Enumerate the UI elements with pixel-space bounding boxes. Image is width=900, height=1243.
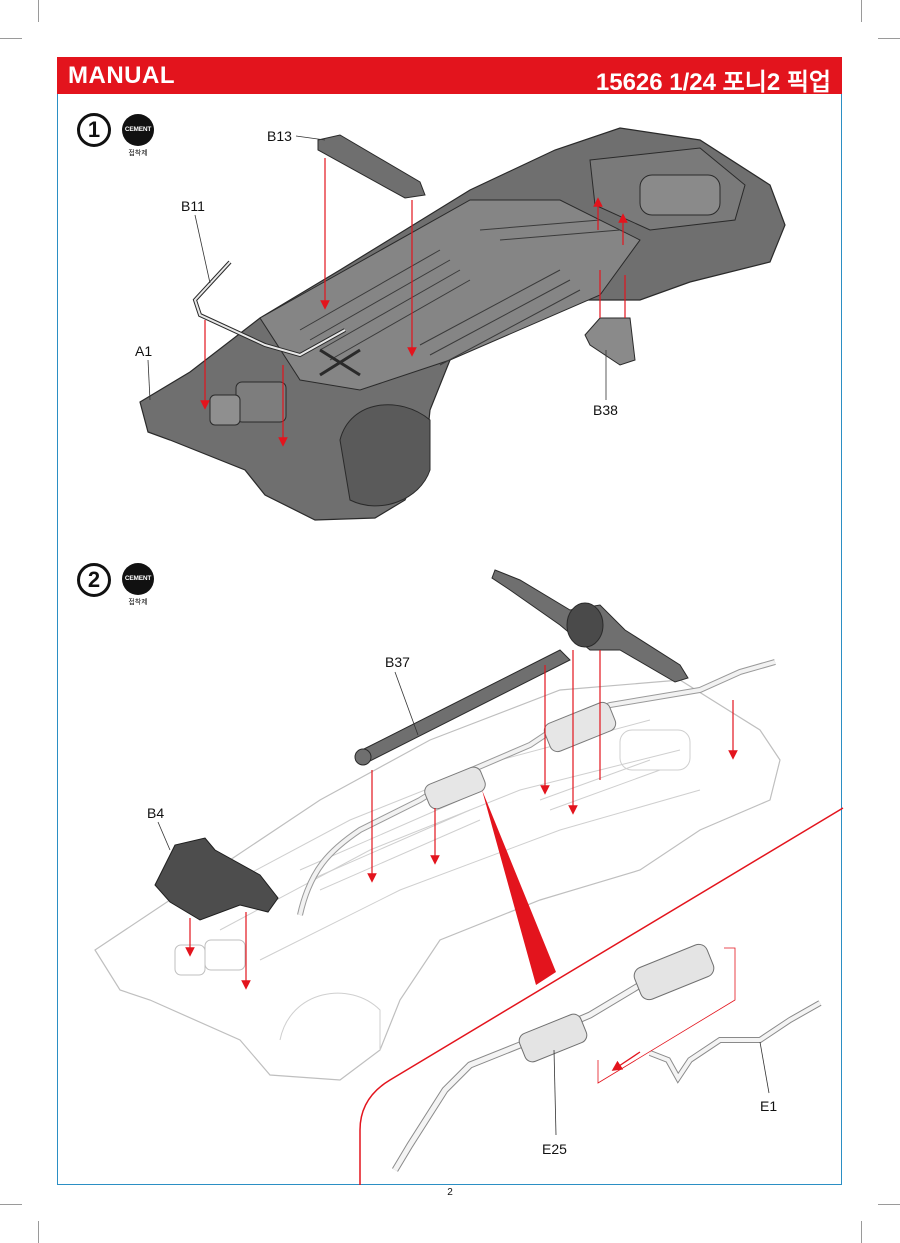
header-bar: MANUAL 15626 1/24 포니2 픽업 (57, 57, 842, 96)
crop-mark (38, 0, 39, 22)
crop-mark (0, 38, 22, 39)
part-label-b11: B11 (181, 198, 205, 214)
kit-title: 15626 1/24 포니2 픽업 (595, 69, 831, 96)
part-label-b13: B13 (267, 128, 292, 144)
cement-caption: 접착제 (128, 599, 148, 606)
part-label-b37: B37 (385, 654, 410, 670)
step1-chassis (139, 127, 786, 521)
part-label-a1: A1 (135, 343, 153, 359)
crop-mark (0, 1204, 22, 1205)
cement-icon: CEMENT (122, 563, 154, 595)
part-label-b38: B38 (593, 402, 618, 418)
step-number-2: 2 (77, 563, 111, 597)
step-number-1: 1 (77, 113, 111, 147)
step2-chassis (94, 569, 844, 1185)
part-label-e1: E1 (760, 1098, 778, 1114)
manual-title: MANUAL (68, 62, 175, 89)
crop-mark (878, 1204, 900, 1205)
cement-caption: 접착제 (128, 150, 148, 157)
part-label-b4: B4 (147, 805, 165, 821)
crop-mark (878, 38, 900, 39)
crop-mark (861, 0, 862, 22)
part-label-e25: E25 (542, 1141, 567, 1157)
page-number: 2 (447, 1187, 453, 1198)
crop-mark (38, 1221, 39, 1243)
cement-icon: CEMENT (122, 114, 154, 146)
crop-mark (861, 1221, 862, 1243)
